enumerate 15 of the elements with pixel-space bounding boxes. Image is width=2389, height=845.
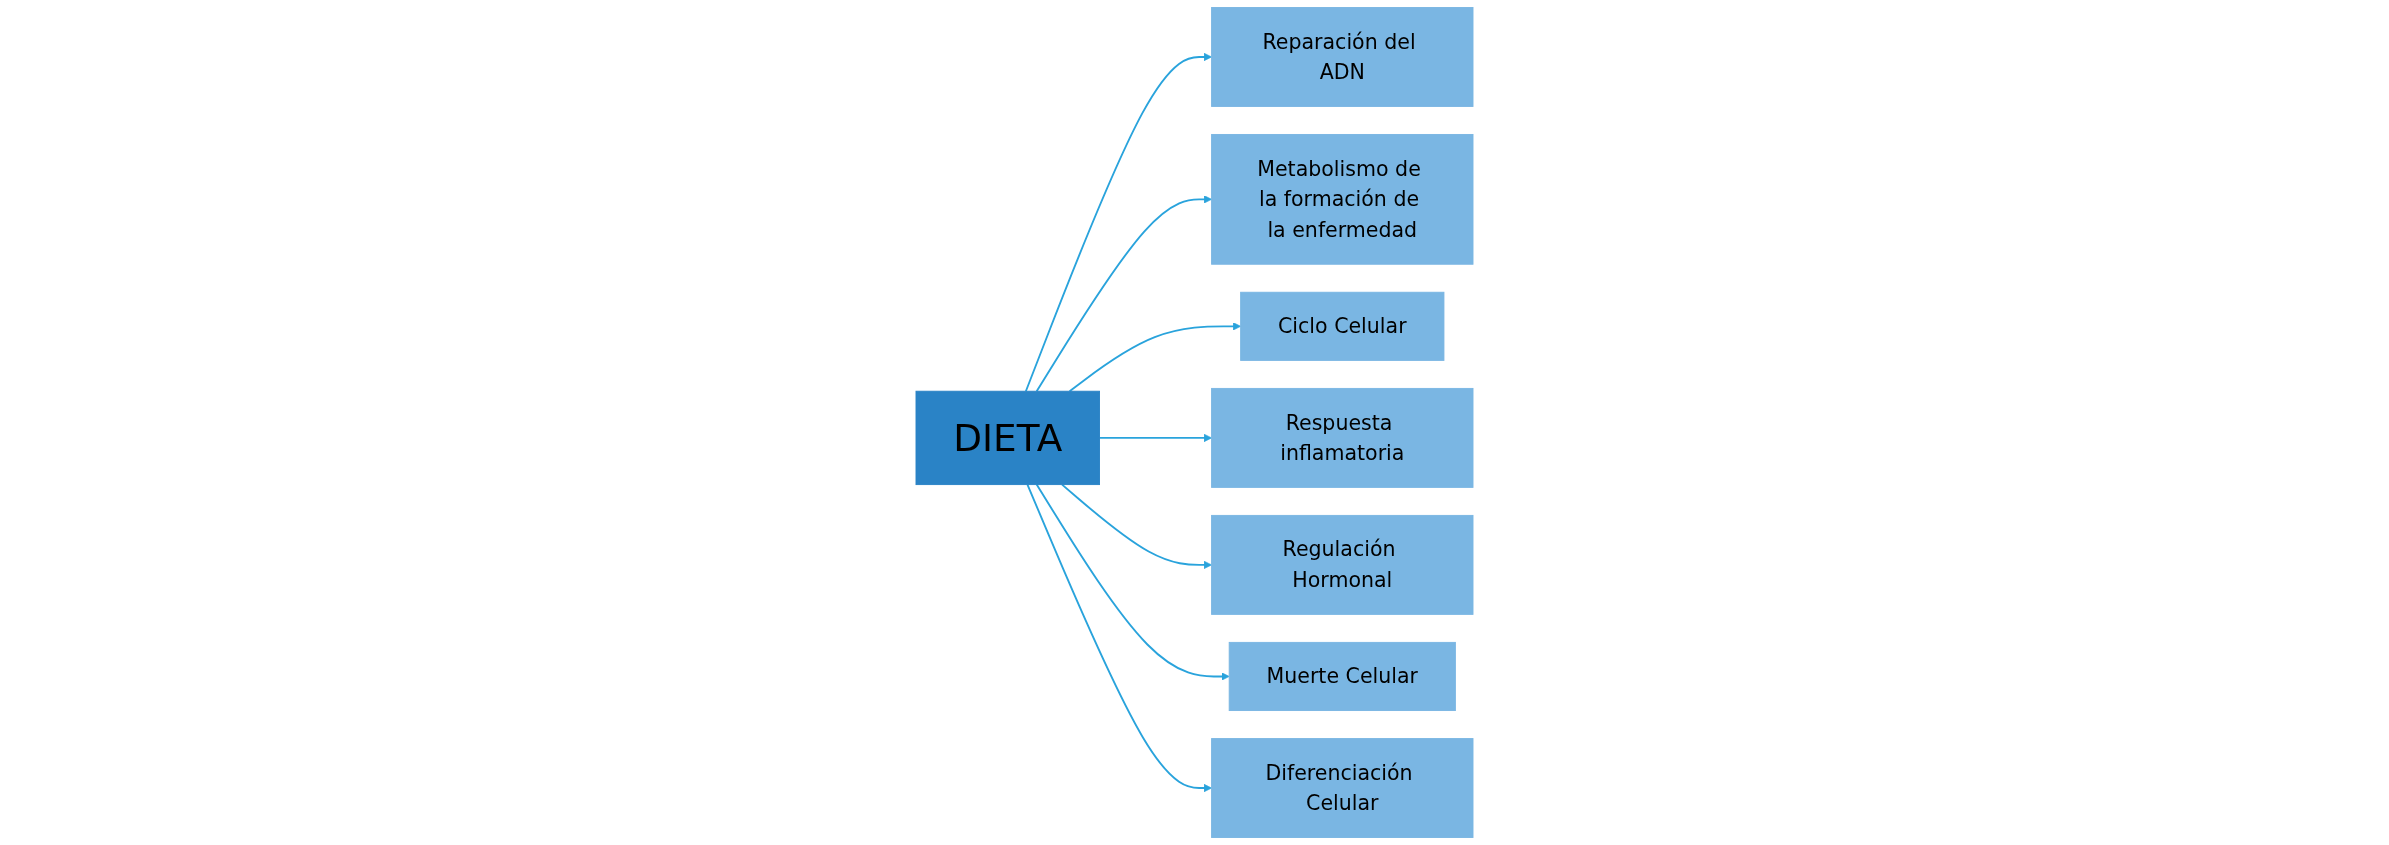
arrow xyxy=(1035,483,1230,681)
node-box: DIETA xyxy=(915,390,1100,486)
arrow xyxy=(1035,195,1212,393)
arrow xyxy=(1068,322,1241,393)
node-box: Ciclo Celular xyxy=(1240,291,1445,361)
node-box: Diferenciación Celular xyxy=(1211,738,1474,838)
arrow xyxy=(1061,483,1212,569)
node-box: Metabolismo de la formación de la enfermedad xyxy=(1211,134,1474,265)
arrow xyxy=(1026,483,1212,793)
node-box: Reparación del ADN xyxy=(1211,7,1474,107)
arrow xyxy=(1024,52,1212,393)
node-box: Muerte Celular xyxy=(1228,641,1456,711)
node-box: Regulación Hormonal xyxy=(1211,514,1474,615)
node-box: Respuesta inflamatoria xyxy=(1211,387,1474,488)
arrow xyxy=(1098,433,1212,442)
